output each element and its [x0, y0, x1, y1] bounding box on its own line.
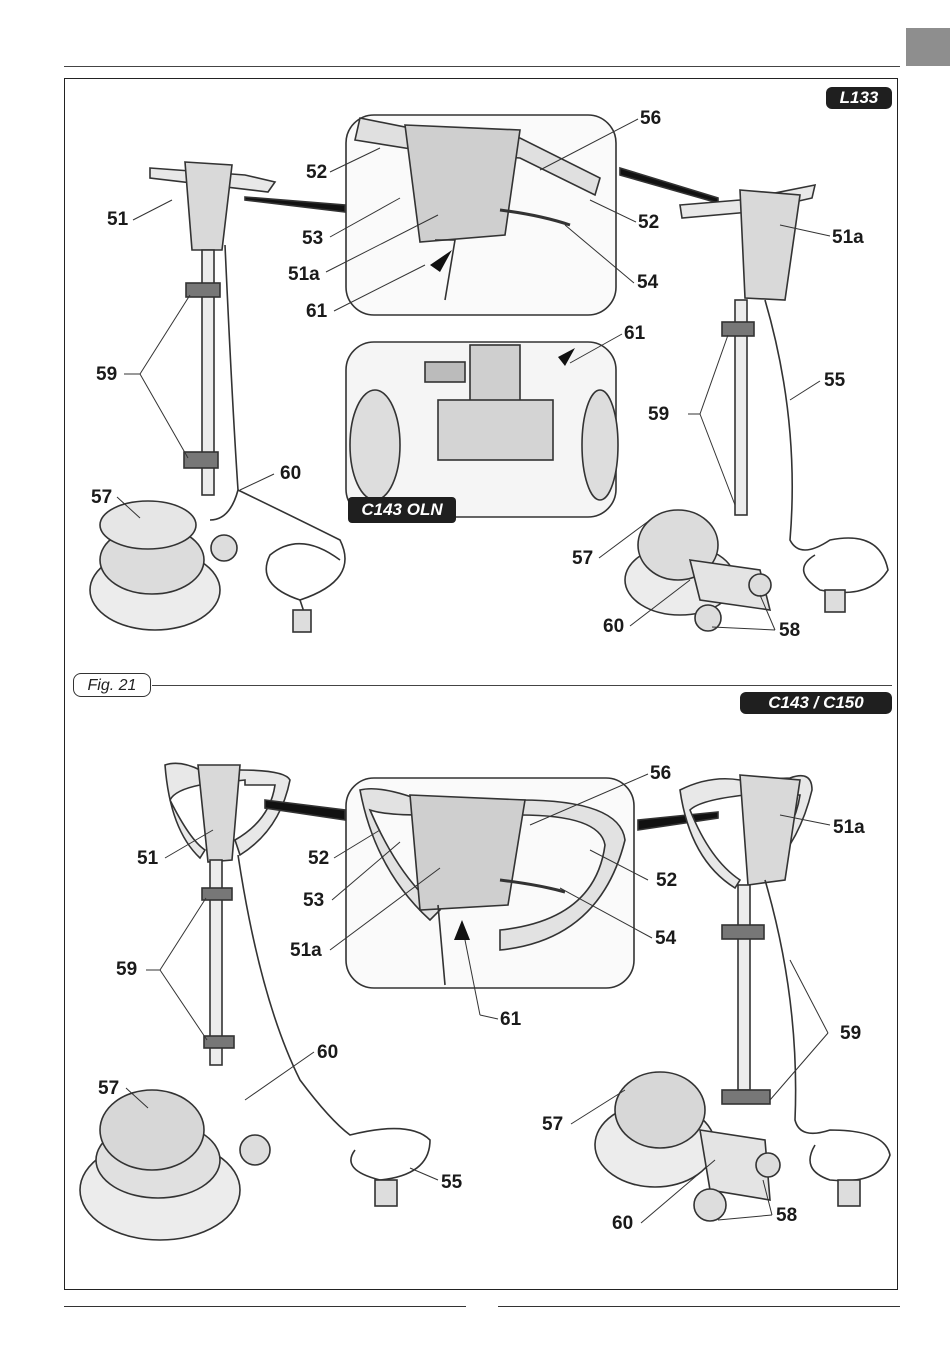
callout-56: 56: [650, 763, 671, 785]
callout-60: 60: [280, 463, 301, 485]
callout-54: 54: [655, 928, 676, 950]
inset-badge-c143-oln: C143 OLN: [348, 497, 456, 523]
callout-51a: 51a: [832, 227, 864, 249]
callout-61: 61: [500, 1009, 521, 1031]
callout-59: 59: [116, 959, 137, 981]
callout-51a: 51a: [288, 264, 320, 286]
callout-61: 61: [306, 301, 327, 323]
callout-57: 57: [91, 487, 112, 509]
callout-59: 59: [648, 404, 669, 426]
callout-53: 53: [302, 228, 323, 250]
callout-51: 51: [107, 209, 128, 231]
callout-60: 60: [603, 616, 624, 638]
callout-58: 58: [779, 620, 800, 642]
callout-60: 60: [612, 1213, 633, 1235]
callout-55: 55: [824, 370, 845, 392]
footer-rule-left: [64, 1306, 466, 1307]
figure-label: Fig. 21: [73, 673, 151, 697]
figure-divider: [152, 685, 892, 686]
callout-51a: 51a: [290, 940, 322, 962]
callout-59: 59: [96, 364, 117, 386]
callout-60: 60: [317, 1042, 338, 1064]
callout-57: 57: [572, 548, 593, 570]
callout-57: 57: [98, 1078, 119, 1100]
callout-51a: 51a: [833, 817, 865, 839]
callout-54: 54: [637, 272, 658, 294]
footer-rule-right: [498, 1306, 900, 1307]
machine-bottom-right: [595, 775, 890, 1221]
callout-61: 61: [624, 323, 645, 345]
callout-52: 52: [656, 870, 677, 892]
callout-52: 52: [638, 212, 659, 234]
callout-51: 51: [137, 848, 158, 870]
model-badge-c143-c150: C143 / C150: [740, 692, 892, 714]
callout-59: 59: [840, 1023, 861, 1045]
model-badge-l133: L133: [826, 87, 892, 109]
callout-57: 57: [542, 1114, 563, 1136]
callout-55: 55: [441, 1172, 462, 1194]
callout-53: 53: [303, 890, 324, 912]
callout-56: 56: [640, 108, 661, 130]
callout-58: 58: [776, 1205, 797, 1227]
callout-52: 52: [306, 162, 327, 184]
callout-52: 52: [308, 848, 329, 870]
